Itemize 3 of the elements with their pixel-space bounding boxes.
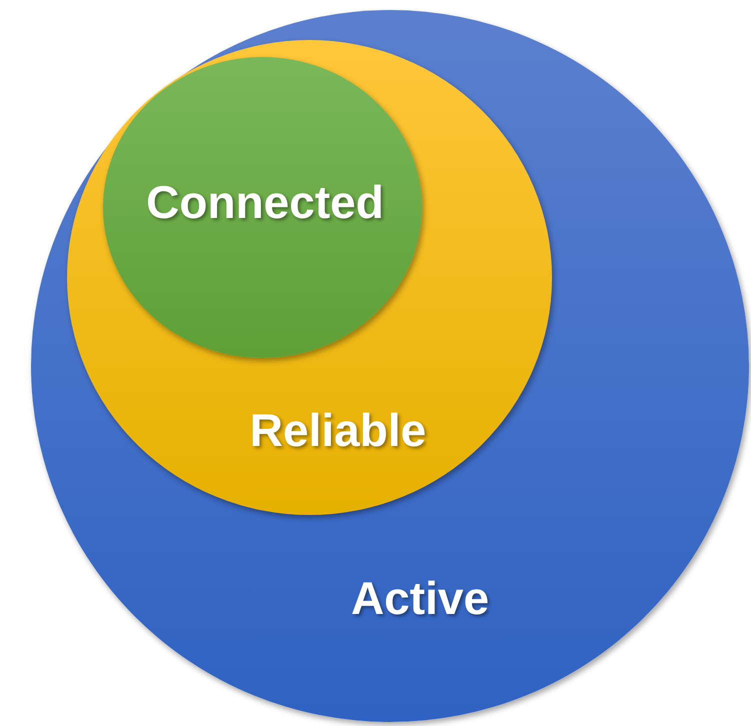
circle-label: Reliable (250, 403, 426, 457)
circle-label: Connected (146, 175, 384, 229)
circle-label: Active (350, 571, 490, 625)
